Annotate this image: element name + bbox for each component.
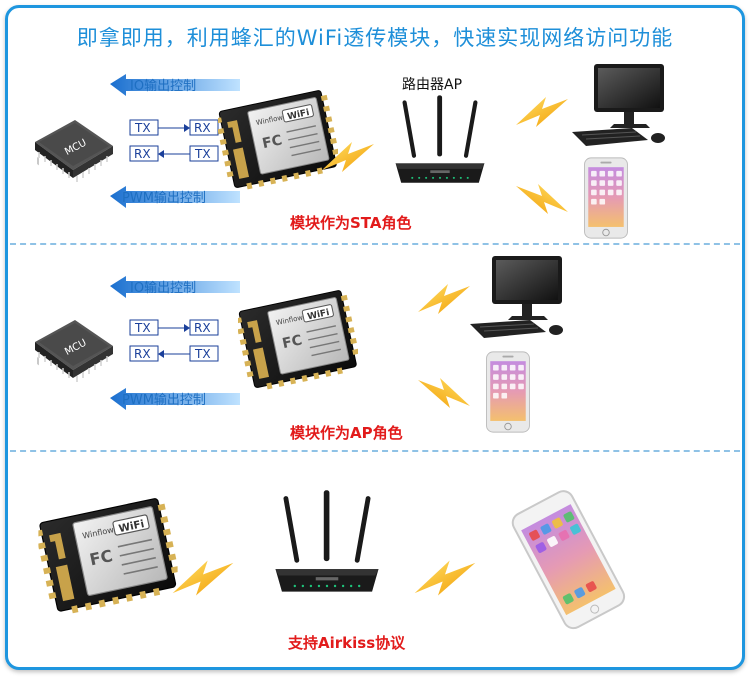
signal-diagram-2: IO输出控制 TX RX RX TX PWM输出控制	[110, 276, 240, 410]
router	[384, 94, 496, 198]
pwm-arrow	[110, 388, 240, 410]
mcu-chip: MCU	[26, 312, 118, 392]
rx-box: RX	[194, 321, 211, 335]
rx-box: RX	[134, 147, 151, 161]
tx-box: TX	[134, 121, 151, 135]
panel-caption: 模块作为AP角色	[290, 424, 403, 442]
pwm-output-label: PWM输出控制	[122, 392, 206, 408]
router	[262, 488, 392, 610]
signal-bolt-icon	[512, 182, 572, 216]
signal-bolt-icon	[318, 140, 378, 174]
signal-bolt-icon	[512, 95, 572, 129]
signal-diagram-1: IO输出控制 TX RX RX TX PWM输出控制	[110, 74, 240, 208]
wifi-module	[38, 498, 178, 614]
rx-box: RX	[134, 347, 151, 361]
signal-bolt-icon	[410, 558, 480, 598]
signal-bolt-icon	[414, 376, 474, 410]
io-output-label: IO输出控制	[130, 78, 196, 94]
smartphone-tilted	[511, 490, 626, 630]
pwm-output-label: PWM输出控制	[122, 190, 206, 206]
rx-box: RX	[194, 121, 211, 135]
io-output-label: IO输出控制	[130, 280, 196, 296]
io-arrow	[110, 74, 240, 96]
pwm-arrow	[110, 186, 240, 208]
tx-box: TX	[194, 147, 211, 161]
panel-divider	[10, 450, 740, 452]
smartphone	[582, 156, 630, 240]
page-title: 即拿即用，利用蜂汇的WiFi透传模块，快速实现网络访问功能	[76, 26, 674, 50]
signal-bolt-icon	[168, 558, 238, 598]
desktop-computer	[464, 254, 574, 344]
tx-box: TX	[194, 347, 211, 361]
smartphone	[484, 350, 532, 434]
mcu-chip: MCU	[26, 112, 118, 192]
io-arrow	[110, 276, 240, 298]
tx-box: TX	[134, 321, 151, 335]
panel-divider	[10, 243, 740, 245]
panel-caption: 支持Airkiss协议	[288, 634, 406, 652]
router-ap-label: 路由器AP	[402, 77, 463, 93]
panel-caption: 模块作为STA角色	[290, 214, 412, 232]
wifi-module	[238, 290, 358, 390]
desktop-computer	[566, 62, 676, 152]
